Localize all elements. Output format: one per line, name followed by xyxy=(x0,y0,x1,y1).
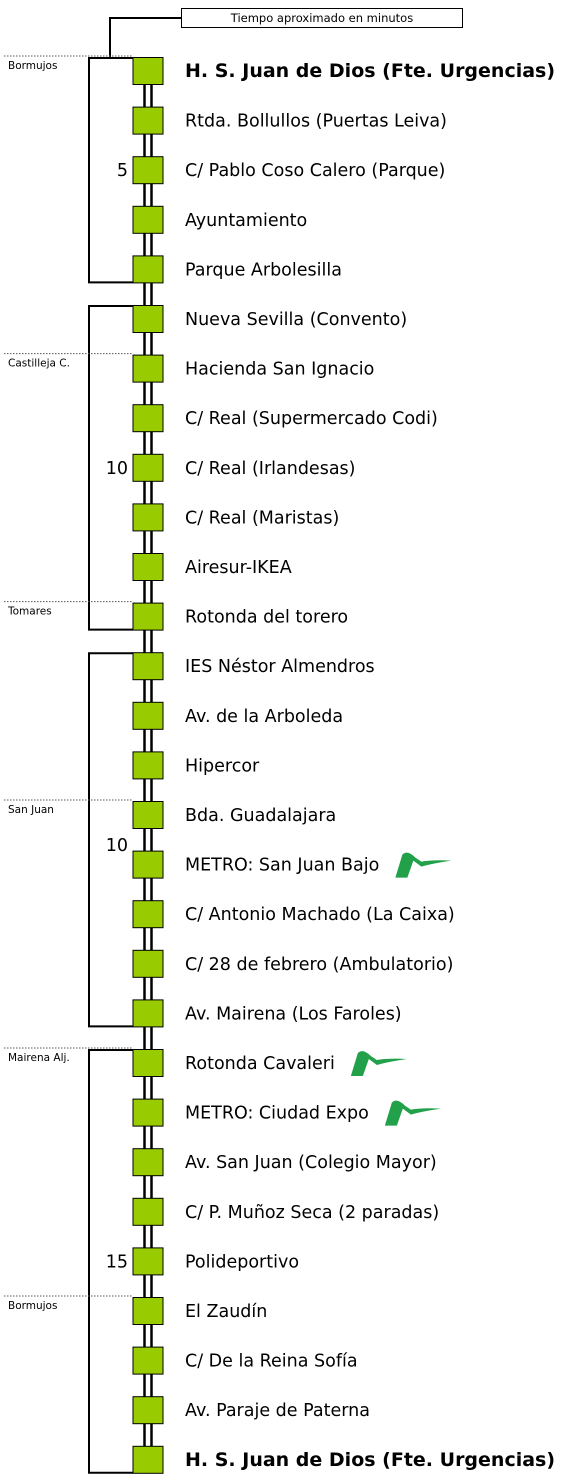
stop-name: Nueva Sevilla (Convento) xyxy=(185,310,407,330)
time-segment-minutes: 15 xyxy=(106,1252,128,1272)
stop-marker xyxy=(132,949,164,978)
stop-name: El Zaudín xyxy=(185,1302,267,1322)
time-segment-bracket xyxy=(88,57,133,284)
stop-name: Av. Paraje de Paterna xyxy=(185,1401,370,1421)
stop-name: Bda. Guadalajara xyxy=(185,806,336,826)
stop-name: Hipercor xyxy=(185,756,260,776)
stop-marker xyxy=(132,1247,164,1276)
zone-label: Tomares xyxy=(7,606,52,618)
time-segment-bracket xyxy=(88,652,133,1028)
stop-marker xyxy=(132,850,164,879)
time-segment-minutes: 10 xyxy=(106,459,128,479)
stop-name: Rotonda Cavaleri xyxy=(185,1054,335,1074)
metro-logo-icon xyxy=(395,852,452,878)
stop-marker xyxy=(132,453,164,482)
stop-name: Av. de la Arboleda xyxy=(185,707,343,727)
time-segment-bracket xyxy=(88,1049,133,1474)
time-legend-label: Tiempo aproximado en minutos xyxy=(230,11,414,25)
stop-name: C/ Pablo Coso Calero (Parque) xyxy=(185,161,445,181)
stop-name: Av. Mairena (Los Faroles) xyxy=(185,1004,402,1024)
stop-marker xyxy=(132,900,164,929)
stop-name: Rtda. Bollullos (Puertas Leiva) xyxy=(185,112,447,132)
stop-name: H. S. Juan de Dios (Fte. Urgencias) xyxy=(185,60,555,82)
stop-name: Rotonda del torero xyxy=(185,608,348,628)
stop-name: Av. San Juan (Colegio Mayor) xyxy=(185,1153,437,1173)
legend-connector-line xyxy=(109,17,181,57)
stop-name: Polideportivo xyxy=(185,1252,299,1272)
stop-marker xyxy=(132,503,164,532)
stop-marker xyxy=(132,1445,164,1474)
zone-label: Bormujos xyxy=(8,1300,57,1312)
stop-name: C/ De la Reina Sofía xyxy=(185,1352,358,1372)
zone-label: San Juan xyxy=(8,804,54,816)
stop-marker xyxy=(132,354,164,383)
stop-name: METRO: San Juan Bajo xyxy=(185,856,379,876)
metro-logo-icon xyxy=(384,1100,441,1126)
time-legend-box: Tiempo aproximado en minutos xyxy=(181,8,463,28)
stop-name: H. S. Juan de Dios (Fte. Urgencias) xyxy=(185,1449,555,1471)
stop-marker xyxy=(132,801,164,829)
time-segment-bracket xyxy=(88,305,133,631)
stop-marker xyxy=(132,1049,164,1077)
stop-name: Hacienda San Ignacio xyxy=(185,360,374,380)
stop-name: METRO: Ciudad Expo xyxy=(185,1104,369,1124)
stop-name: Airesur-IKEA xyxy=(185,558,292,578)
stop-marker xyxy=(132,999,164,1028)
stop-marker xyxy=(132,1098,164,1127)
stop-name: C/ Real (Irlandesas) xyxy=(185,459,356,479)
stop-name: C/ Real (Maristas) xyxy=(185,508,339,528)
stop-name: C/ Antonio Machado (La Caixa) xyxy=(185,905,455,925)
time-segment-minutes: 10 xyxy=(106,836,128,856)
stop-name: C/ 28 de febrero (Ambulatorio) xyxy=(185,955,453,975)
stop-marker xyxy=(132,1396,164,1425)
stop-marker xyxy=(132,1197,164,1226)
stop-marker xyxy=(132,1148,164,1177)
stop-marker xyxy=(132,156,164,185)
zone-label: Castilleja C. xyxy=(8,358,70,370)
zone-label: Mairena Alj. xyxy=(8,1052,70,1064)
zone-label: Bormujos xyxy=(8,60,57,72)
stop-marker xyxy=(132,701,164,730)
time-segment-minutes: 5 xyxy=(117,161,128,181)
stop-marker xyxy=(132,751,164,780)
stop-marker xyxy=(132,305,164,333)
stop-name: IES Néstor Almendros xyxy=(185,657,375,677)
stop-marker xyxy=(132,57,164,85)
stop-marker xyxy=(132,404,164,433)
stop-marker xyxy=(132,553,164,581)
metro-logo-icon xyxy=(350,1051,407,1076)
stop-name: C/ Real (Supermercado Codi) xyxy=(185,409,438,429)
stop-marker xyxy=(132,652,164,681)
stop-marker xyxy=(132,1346,164,1375)
stop-marker xyxy=(132,106,164,135)
stop-name: C/ P. Muñoz Seca (2 paradas) xyxy=(185,1203,439,1223)
stop-marker xyxy=(132,255,164,284)
stop-marker xyxy=(132,602,164,631)
stop-marker xyxy=(132,1297,164,1325)
stop-marker xyxy=(132,205,164,234)
stop-name: Parque Arbolesilla xyxy=(185,260,342,280)
stop-name: Ayuntamiento xyxy=(185,211,307,231)
